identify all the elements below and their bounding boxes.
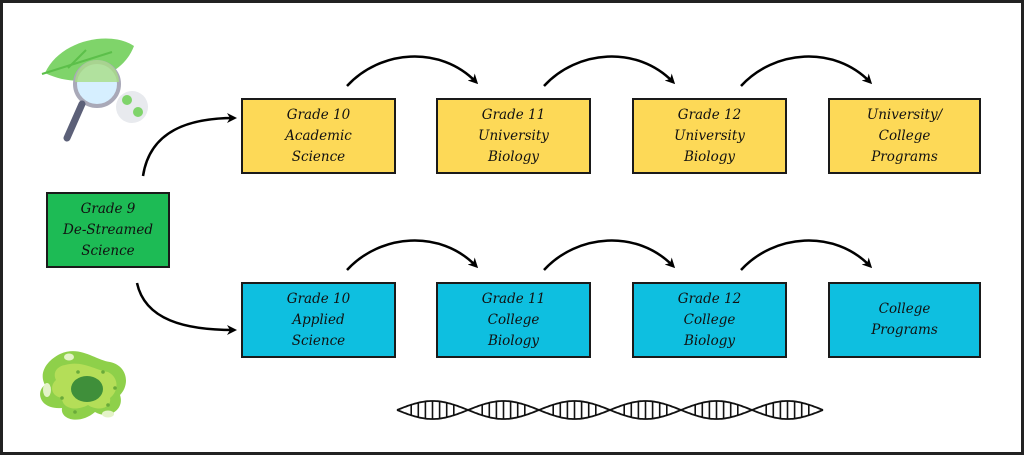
node-line: Biology [487,332,540,349]
node-line: Grade 11 [481,290,546,307]
node-line: Grade 10 [286,106,351,123]
node-line: University [478,127,549,144]
connectors-layer [40,38,873,420]
node-university-college-programs: University/ College Programs [828,98,981,174]
arrow-bottom-1 [346,239,479,271]
node-line: Science [291,332,346,349]
leaf-magnifier-icon [41,38,148,142]
node-line: Academic [285,127,352,144]
arrow-top-3 [740,55,873,87]
node-grade9-destreamed-science: Grade 9 De-Streamed Science [46,192,170,268]
node-line: College [878,301,931,317]
node-line: Applied [292,311,345,328]
node-line: Science [81,242,135,259]
node-line: College [878,127,931,144]
arrow-bottom-3 [740,239,873,271]
node-line: University [674,127,745,144]
node-line: Biology [683,332,736,349]
node-grade10-applied-science: Grade 10 Applied Science [241,282,396,358]
node-line: Grade 9 [80,200,136,217]
node-line: Grade 12 [677,290,742,307]
arrow-bottom-2 [543,239,676,271]
node-line: Grade 10 [286,290,351,307]
dna-helix-icon [396,400,824,420]
node-line: College [487,311,540,328]
node-line: Grade 11 [481,106,546,123]
node-grade10-academic-science: Grade 10 Academic Science [241,98,396,174]
node-college-programs: College Programs [828,282,981,358]
dna-strand [396,400,824,420]
node-line: Science [291,148,346,165]
arrow-top-1 [346,55,479,87]
arrow-grade9-to-academic [141,113,237,177]
arrow-grade9-to-applied [135,282,237,335]
node-line: Biology [683,148,736,165]
node-line: De-Streamed [63,221,153,238]
node-line: Biology [487,148,540,165]
node-grade11-college-biology: Grade 11 College Biology [436,282,591,358]
cell-icon [40,351,126,420]
node-line: Grade 12 [677,106,742,123]
node-line: Programs [871,322,938,338]
node-line: College [683,311,736,328]
node-line: Programs [871,148,938,165]
arrow-top-2 [543,55,676,87]
node-grade11-university-biology: Grade 11 University Biology [436,98,591,174]
node-line: University/ [866,106,943,123]
node-grade12-college-biology: Grade 12 College Biology [632,282,787,358]
node-grade12-university-biology: Grade 12 University Biology [632,98,787,174]
